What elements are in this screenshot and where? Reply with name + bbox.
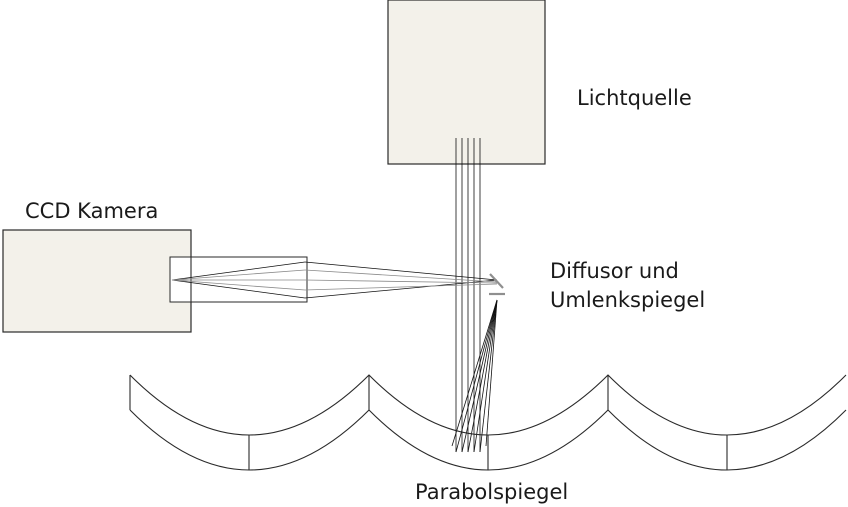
imaging-ray	[171, 279, 306, 299]
reflected-rays	[451, 299, 498, 453]
imaging-rays	[171, 261, 498, 299]
light-source-box	[387, 0, 546, 165]
reflected-ray	[479, 299, 498, 453]
imaging-ray	[304, 279, 498, 299]
imaging-ray	[171, 269, 306, 281]
imaging-ray	[304, 283, 498, 291]
imaging-ray	[171, 261, 306, 281]
reflected-ray	[451, 299, 498, 447]
deflection-mirror	[489, 273, 504, 289]
imaging-ray	[171, 279, 306, 291]
diffusor-label-line2: Umlenkspiegel	[550, 288, 706, 312]
diffusor-label-line1: Diffusor und	[550, 259, 679, 283]
imaging-ray	[304, 279, 498, 284]
imaging-ray	[304, 261, 498, 281]
light-source-label: Lichtquelle	[577, 86, 692, 110]
reflected-ray	[485, 299, 498, 447]
reflected-ray	[455, 299, 498, 453]
parabolic-mirror-label: Parabolspiegel	[415, 480, 569, 504]
ccd-camera-label: CCD Kamera	[25, 199, 159, 223]
illumination-rays	[455, 138, 481, 452]
imaging-ray	[304, 269, 498, 283]
reflected-ray	[473, 299, 498, 453]
reflected-ray	[467, 299, 498, 453]
parabolic-mirror-array	[129, 374, 847, 471]
ccd-camera-body	[2, 229, 192, 333]
reflected-ray	[461, 299, 498, 453]
